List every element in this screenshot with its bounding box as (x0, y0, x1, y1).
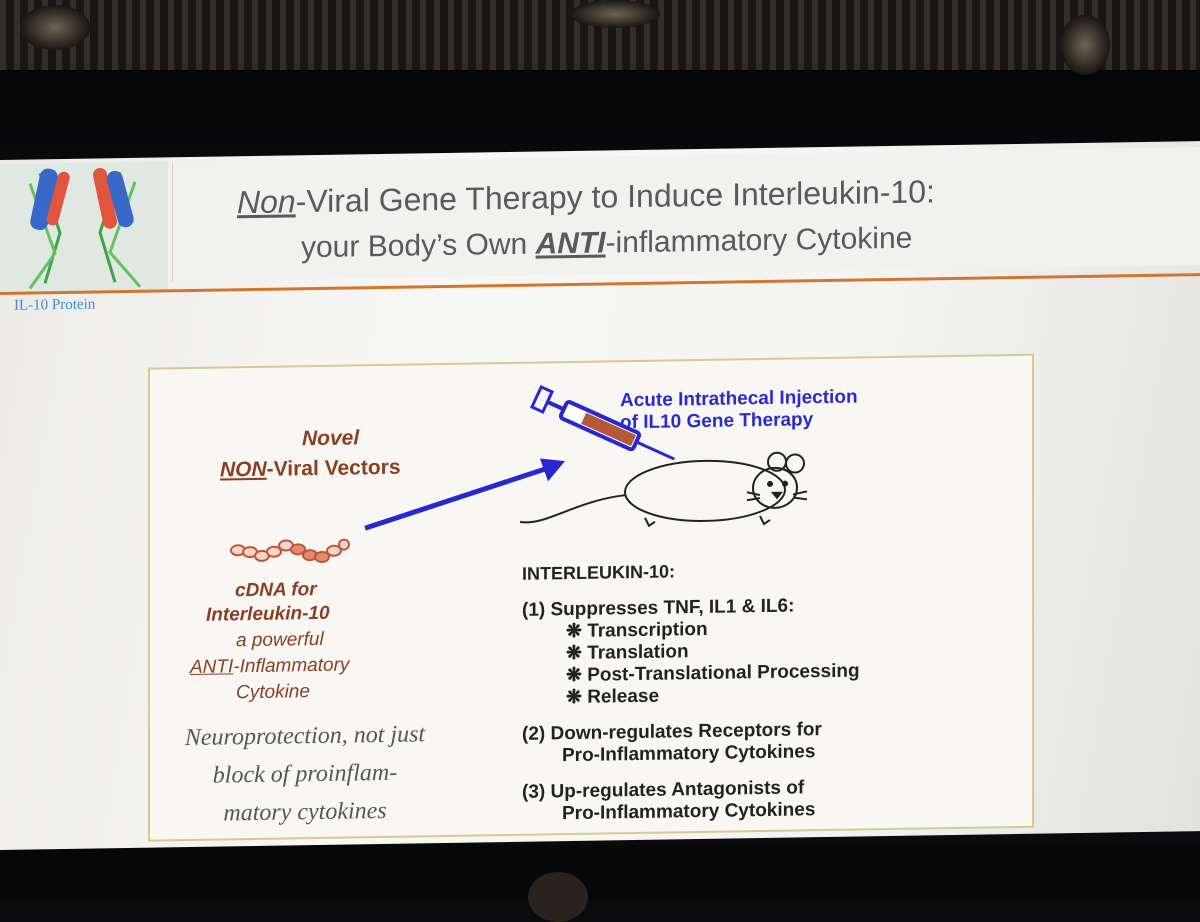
neuro-line3: matory cytokines (223, 797, 387, 827)
title-line2-emph: ANTI (535, 226, 606, 261)
injection-line1: Acute Intrathecal Injection (620, 386, 858, 412)
interleukin-heading: INTERLEUKIN-10: (522, 561, 676, 584)
content-panel: Novel NON-Viral Vectors cDNA for Interle… (148, 353, 1034, 842)
injection-line2: of IL10 Gene Therapy (620, 409, 814, 434)
interleukin-effects-list: (1) Suppresses TNF, IL1 & IL6: ❋ Transcr… (522, 594, 860, 825)
title-line1-rest: -Viral Gene Therapy to Induce Interleuki… (295, 173, 935, 220)
neuro-line2: block of proinflam- (212, 759, 398, 789)
title-line2-pre: your Body’s Own (301, 227, 536, 265)
neuro-line1: Neuroprotection, not just (184, 721, 426, 752)
arrow-icon (364, 458, 565, 531)
neuroprotection-note: Neuroprotection, not just block of proin… (150, 715, 460, 834)
title-line2-post: -inflammatory Cytokine (605, 221, 913, 260)
slide-title-box: Non-Viral Gene Therapy to Induce Interle… (172, 147, 1200, 282)
stage-light-right (1060, 15, 1110, 75)
mouse-drawing (519, 451, 808, 528)
cdna-emph: ANTI (190, 656, 234, 679)
effect-item-3-cont: Pro-Inflammatory Cytokines (562, 799, 816, 825)
stage-light-center (570, 0, 660, 28)
cdna-line4: ANTI-Inflammatory (190, 655, 349, 680)
dna-beads-icon (230, 538, 350, 563)
title-underlined-word: Non (237, 183, 296, 221)
cdna-line3: a powerful (236, 628, 324, 652)
cdna-line2: Interleukin-10 (206, 602, 330, 626)
injection-label: Acute Intrathecal Injection of IL10 Gene… (620, 387, 858, 435)
protein-caption: IL-10 Protein (14, 296, 96, 314)
protein-structure-image (0, 161, 168, 294)
vectors-emph: NON (220, 457, 267, 482)
cdna-line4-rest: -Inflammatory (233, 654, 350, 678)
projected-slide: IL-10 Protein Non-Viral Gene Therapy to … (0, 141, 1200, 850)
audience-head (528, 872, 588, 922)
stage-bottom (0, 845, 1200, 900)
syringe-icon (529, 384, 675, 461)
slide-title-line1: Non-Viral Gene Therapy to Induce Interle… (237, 173, 935, 221)
cdna-line1: cDNA for (235, 579, 317, 602)
novel-label: Novel (302, 426, 360, 451)
cdna-line5: Cytokine (236, 681, 310, 704)
slide-title-line2: your Body’s Own ANTI-inflammatory Cytoki… (301, 222, 912, 266)
stage-light-left (20, 5, 90, 50)
